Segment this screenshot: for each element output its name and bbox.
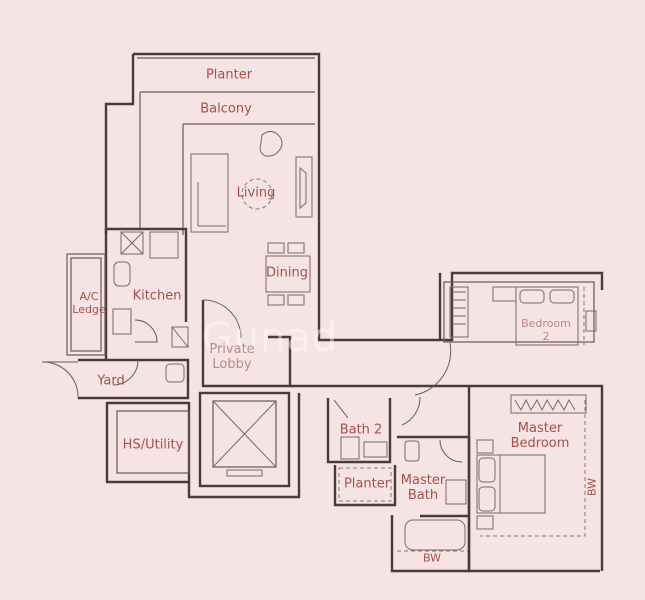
room-label-private-lobby: Private Lobby xyxy=(209,342,255,372)
room-label-ac-ledge: A/C Ledge xyxy=(72,290,106,316)
room-label-bw-right: BW xyxy=(585,477,599,497)
room-label-dining: Dining xyxy=(266,265,308,281)
room-label-planter-bottom: Planter xyxy=(343,476,391,492)
room-label-yard: Yard xyxy=(97,373,125,389)
watermark: Gunad xyxy=(201,315,339,361)
room-label-bath-2: Bath 2 xyxy=(339,422,383,438)
room-label-hs-utility: HS/Utility xyxy=(122,437,184,453)
room-label-planter-top: Planter xyxy=(205,67,253,83)
room-label-balcony: Balcony xyxy=(200,101,252,117)
room-label-master-bedroom: Master Bedroom xyxy=(510,421,570,451)
room-label-living: Living xyxy=(236,185,276,201)
room-label-kitchen: Kitchen xyxy=(132,288,182,304)
room-label-bedroom-2: Bedroom 2 xyxy=(521,317,571,343)
room-label-master-bath: Master Bath xyxy=(400,473,446,503)
room-label-bw-bottom: BW xyxy=(422,551,442,565)
